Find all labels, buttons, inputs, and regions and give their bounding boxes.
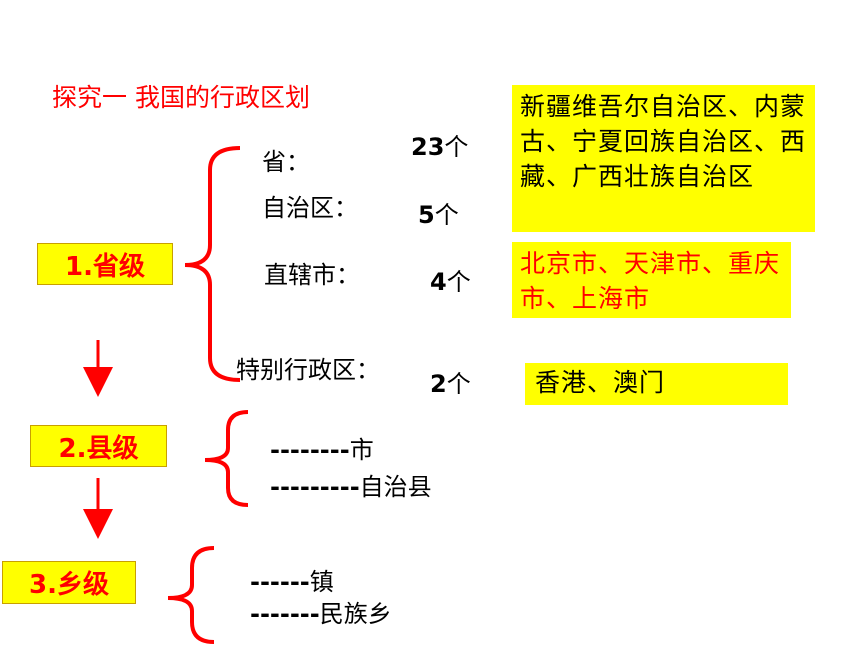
count-unit: 个 (446, 268, 471, 296)
province-brace (184, 146, 241, 382)
level-box-county: 2.县级 (30, 425, 167, 467)
item-dash: ------- (250, 600, 320, 628)
item-dash: -------- (270, 436, 350, 464)
item-text: 镇 (309, 568, 334, 596)
count-unit: 个 (446, 370, 471, 398)
item-text: 民族乡 (319, 600, 392, 628)
type-sar-label: 特别行政区： (236, 356, 380, 384)
county-item-autonomous-county: ---------自治县 (270, 467, 432, 502)
type-province-count: 23个 (411, 127, 468, 162)
type-autonomous-region-label: 自治区： (262, 194, 358, 222)
item-dash: ------ (250, 568, 310, 596)
township-item-ethnic-township: -------民族乡 (250, 594, 392, 629)
count-number: 2 (430, 370, 447, 398)
count-number: 5 (418, 201, 435, 229)
municipalities-examples: 北京市、天津市、重庆市、上海市 (512, 242, 791, 318)
page-title: 探究一 我国的行政区划 (52, 83, 310, 112)
count-unit: 个 (444, 133, 469, 161)
count-unit: 个 (434, 201, 459, 229)
count-number: 4 (430, 268, 447, 296)
type-municipality-count: 4个 (430, 262, 471, 297)
item-text: 自治县 (359, 473, 432, 501)
type-autonomous-region-count: 5个 (418, 195, 459, 230)
type-municipality-label: 直辖市： (264, 261, 360, 289)
township-item-town: ------镇 (250, 562, 334, 597)
count-number: 23 (411, 133, 445, 161)
level-box-township: 3.乡级 (2, 561, 136, 604)
sars-examples: 香港、澳门 (525, 363, 788, 405)
item-text: 市 (349, 436, 374, 464)
autonomous-regions-examples: 新疆维吾尔自治区、内蒙古、宁夏回族自治区、西藏、广西壮族自治区 (512, 85, 815, 232)
item-dash: --------- (270, 473, 360, 501)
county-item-city: --------市 (270, 430, 374, 465)
county-brace (204, 410, 249, 507)
type-sar-count: 2个 (430, 364, 471, 399)
level-box-province: 1.省级 (37, 243, 173, 285)
type-province-label: 省： (262, 148, 310, 176)
township-brace (167, 546, 215, 644)
